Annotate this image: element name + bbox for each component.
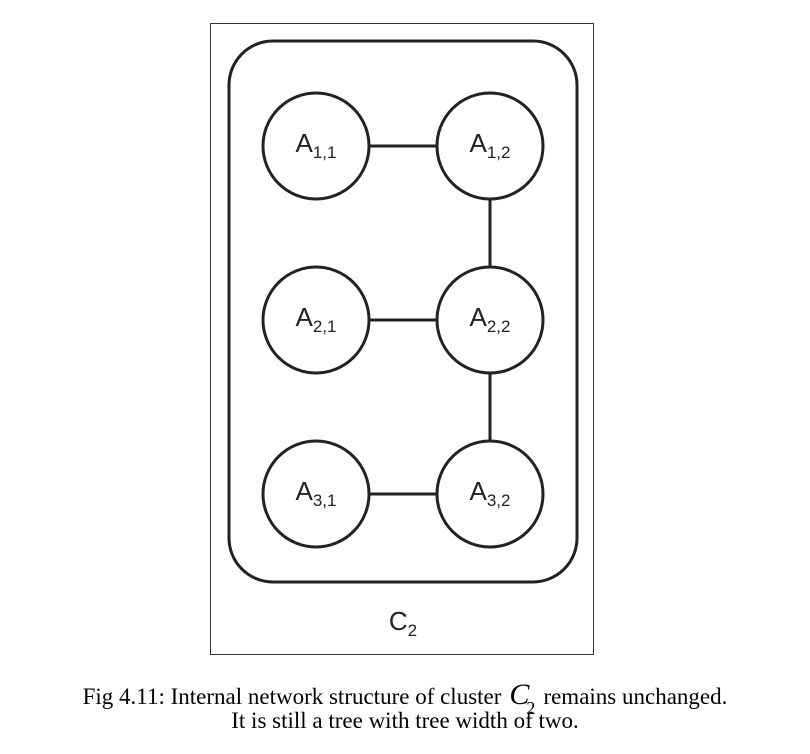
node-a32: A3,2 <box>435 439 545 549</box>
node-label-subscript: 1,1 <box>313 143 337 162</box>
cluster-label-subscript: 2 <box>408 621 417 640</box>
caption-prefix: Fig 4.11: Internal network structure of … <box>82 684 502 709</box>
node-label: A3,2 <box>470 476 511 510</box>
node-label-subscript: 1,2 <box>487 143 511 162</box>
node-label-subscript: 3,2 <box>487 491 511 510</box>
node-circle <box>261 91 371 201</box>
node-a12: A1,2 <box>435 91 545 201</box>
figure-frame <box>210 23 594 655</box>
node-a11: A1,1 <box>261 91 371 201</box>
node-label-base: A <box>470 476 488 506</box>
cluster-boundary <box>227 39 579 584</box>
node-label-base: A <box>470 128 488 158</box>
node-label: A1,1 <box>296 128 337 162</box>
caption-line-1: Fig 4.11: Internal network structure of … <box>0 678 810 718</box>
node-label-base: A <box>296 302 314 332</box>
node-label-subscript: 3,1 <box>313 491 337 510</box>
node-label: A2,1 <box>296 302 337 336</box>
node-a21: A2,1 <box>261 265 371 375</box>
cluster-label-name: C <box>389 606 408 636</box>
node-circle <box>261 439 371 549</box>
caption-symbol-subscript: 2 <box>526 698 536 718</box>
node-label: A2,2 <box>470 302 511 336</box>
caption-line-2: It is still a tree with tree width of tw… <box>0 708 810 734</box>
node-label-subscript: 2,2 <box>487 317 511 336</box>
node-circle <box>435 439 545 549</box>
caption-line2-text: It is still a tree with tree width of tw… <box>231 708 579 733</box>
caption-symbol-letter: C <box>509 678 530 711</box>
node-a22: A2,2 <box>435 265 545 375</box>
node-label: A3,1 <box>296 476 337 510</box>
node-label-subscript: 2,1 <box>313 317 337 336</box>
node-circle <box>435 91 545 201</box>
node-label: A1,2 <box>470 128 511 162</box>
node-a31: A3,1 <box>261 439 371 549</box>
node-circle <box>435 265 545 375</box>
caption-suffix: remains unchanged. <box>543 684 728 709</box>
node-circle <box>261 265 371 375</box>
node-label-base: A <box>470 302 488 332</box>
cluster-label: C2 <box>389 606 417 640</box>
node-label-base: A <box>296 128 314 158</box>
node-label-base: A <box>296 476 314 506</box>
